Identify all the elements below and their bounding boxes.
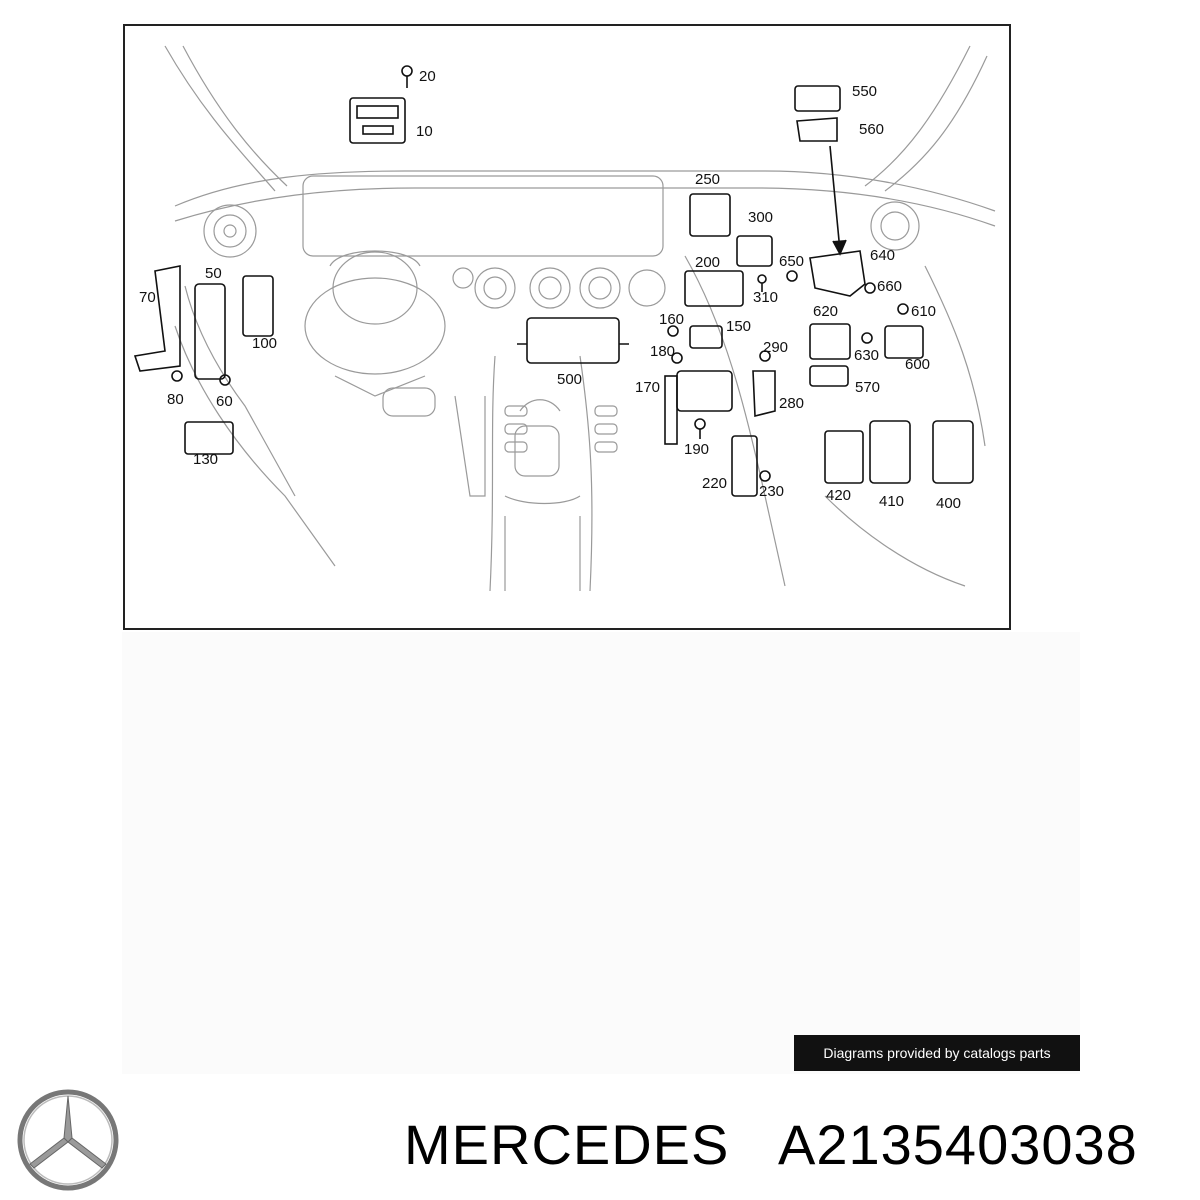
parts-diagram: 20 10 550 560 250 300 200 650 640 660 310 620 610 70 5… <box>123 24 1011 630</box>
mercedes-star-icon <box>17 1089 119 1191</box>
part-label: 220 <box>702 475 727 492</box>
part-label: 630 <box>854 347 879 364</box>
part-label: 10 <box>416 123 433 140</box>
part-label: 420 <box>826 487 851 504</box>
part-label: 200 <box>695 254 720 271</box>
part-label: 150 <box>726 318 751 335</box>
part-label: 180 <box>650 343 675 360</box>
part-label: 400 <box>936 495 961 512</box>
part-label: 190 <box>684 441 709 458</box>
part-label: 160 <box>659 311 684 328</box>
part-label: 100 <box>252 335 277 352</box>
part-label: 60 <box>216 393 233 410</box>
part-label: 130 <box>193 451 218 468</box>
part-label: 660 <box>877 278 902 295</box>
part-label: 250 <box>695 171 720 188</box>
credit-badge: Diagrams provided by catalogs parts <box>794 1035 1080 1071</box>
part-label: 80 <box>167 391 184 408</box>
part-label: 280 <box>779 395 804 412</box>
part-label: 230 <box>759 483 784 500</box>
part-label: 20 <box>419 68 436 85</box>
part-label: 290 <box>763 339 788 356</box>
part-label: 310 <box>753 289 778 306</box>
part-label: 70 <box>139 289 156 306</box>
part-label-group: 20 10 550 560 250 300 200 650 640 660 310 620 610 70 5… <box>139 68 961 512</box>
part-label: 410 <box>879 493 904 510</box>
part-label: 640 <box>870 247 895 264</box>
dashboard-line-drawing: 20 10 550 560 250 300 200 650 640 660 310 620 610 70 5… <box>133 45 996 592</box>
part-label: 610 <box>911 303 936 320</box>
part-label: 570 <box>855 379 880 396</box>
background-panel <box>122 632 1080 1074</box>
part-label: 650 <box>779 253 804 270</box>
part-label: 170 <box>635 379 660 396</box>
part-number: A2135403038 <box>778 1113 1138 1176</box>
part-label: 620 <box>813 303 838 320</box>
part-label: 50 <box>205 265 222 282</box>
brand-name: MERCEDES <box>404 1113 730 1176</box>
part-label: 550 <box>852 83 877 100</box>
part-label: 500 <box>557 371 582 388</box>
part-label: 560 <box>859 121 884 138</box>
part-label: 300 <box>748 209 773 226</box>
part-label: 600 <box>905 356 930 373</box>
